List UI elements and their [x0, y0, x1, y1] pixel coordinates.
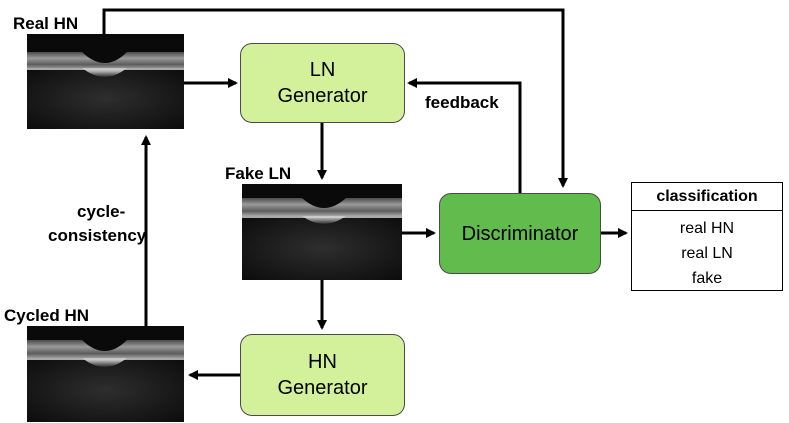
- real-hn-label: Real HN: [13, 14, 79, 33]
- cycle-consistency-line-1: cycle-: [77, 202, 126, 221]
- hn-generator-line-1: HN: [308, 351, 337, 373]
- classification-item-fake: fake: [691, 270, 723, 287]
- hn-generator-node: HN Generator: [240, 334, 405, 416]
- feedback-arrow: [407, 78, 522, 193]
- cycled-hn-scan: [27, 326, 184, 422]
- hn-generator-line-2: Generator: [277, 377, 368, 399]
- ln-generator-node: LN Generator: [240, 43, 405, 123]
- classification-item-real-ln: real LN: [681, 245, 733, 262]
- real-hn-to-discriminator-arrow: [102, 8, 568, 188]
- cycled-hn-label: Cycled HN: [4, 306, 90, 325]
- feedback-label: feedback: [425, 93, 499, 112]
- classification-list: real HN real LN fake: [632, 211, 782, 291]
- ln-generator-line-2: Generator: [277, 85, 368, 107]
- discriminator-node: Discriminator: [439, 193, 601, 274]
- discriminator-label: Discriminator: [461, 222, 579, 245]
- fake-ln-scan: [242, 184, 402, 280]
- classification-panel: classification real HN real LN fake: [631, 182, 783, 291]
- cycle-consistency-line-2: consistency: [48, 226, 147, 245]
- classification-title: classification: [632, 183, 782, 211]
- ln-generator-line-1: LN: [309, 59, 336, 81]
- fake-ln-label: Fake LN: [225, 164, 292, 183]
- classification-item-real-hn: real HN: [679, 220, 735, 237]
- real-hn-scan: [27, 34, 184, 129]
- cycle-consistency-label: cycle- consistency: [48, 200, 146, 248]
